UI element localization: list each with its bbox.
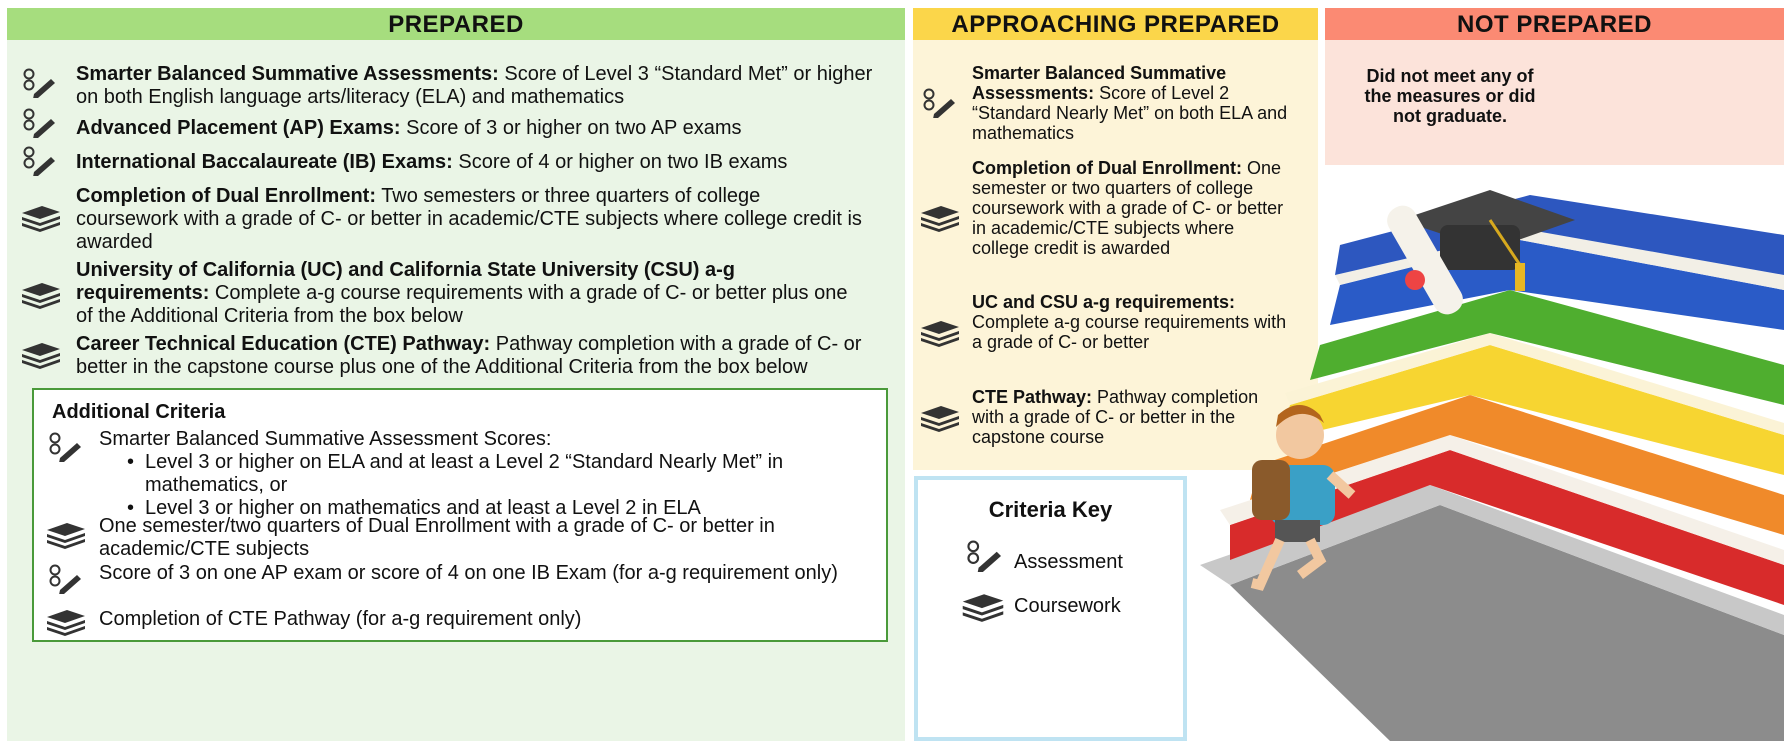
assessment-icon (48, 564, 84, 599)
additional-dual: One semester/two quarters of Dual Enroll… (99, 515, 775, 560)
assessment-icon (22, 108, 58, 143)
coursework-icon (919, 318, 961, 353)
prepared-header: PREPARED (7, 8, 905, 40)
approaching-column (913, 8, 1318, 470)
criteria-key-title: Criteria Key (988, 497, 1113, 522)
assessment-icon (22, 68, 58, 103)
approaching-item-ag: UC and CSU a-g requirements: Complete a-… (972, 292, 1287, 352)
approaching-header: APPROACHING PREPARED (913, 8, 1318, 40)
prepared-item-ap: Advanced Placement (AP) Exams: Score of … (76, 117, 742, 139)
assessment-icon (48, 432, 84, 467)
criteria-key-box (914, 476, 1187, 741)
prepared-item-cte: Career Technical Education (CTE) Pathway… (76, 333, 862, 378)
additional-cte: Completion of CTE Pathway (for a-g requi… (99, 608, 582, 630)
additional-sbac-bullet: Level 3 or higher on ELA and at least a … (123, 451, 839, 497)
prepared-item-dual: Completion of Dual Enrollment: Two semes… (76, 185, 862, 253)
additional-apib: Score of 3 on one AP exam or score of 4 … (99, 562, 838, 584)
prepared-item-ib: International Baccalaureate (IB) Exams: … (76, 151, 788, 173)
assessment-icon (922, 88, 958, 123)
coursework-icon (919, 403, 961, 438)
coursework-icon (960, 591, 1006, 628)
additional-sbac: Smarter Balanced Summative Assessment Sc… (99, 428, 839, 520)
assessment-icon (965, 540, 1005, 577)
prepared-item-sbac: Smarter Balanced Summative Assessments: … (76, 63, 873, 108)
assessment-icon (22, 146, 58, 181)
additional-sbac-intro: Smarter Balanced Summative Assessment Sc… (99, 428, 552, 450)
key-assessment-label: Assessment (1014, 551, 1123, 573)
coursework-icon (20, 340, 62, 375)
book-stack-illustration (1190, 165, 1784, 741)
coursework-icon (45, 607, 87, 642)
approaching-item-dual: Completion of Dual Enrollment: One semes… (972, 158, 1284, 258)
additional-sbac-bullet: Level 3 or higher on mathematics and at … (123, 497, 839, 520)
not-prepared-text: Did not meet any of the measures or did … (1364, 66, 1536, 126)
not-prepared-header: NOT PREPARED (1325, 8, 1784, 40)
coursework-icon (45, 520, 87, 555)
key-coursework-label: Coursework (1014, 595, 1121, 617)
additional-criteria-title: Additional Criteria (52, 401, 226, 423)
approaching-item-cte: CTE Pathway: Pathway completion with a g… (972, 387, 1259, 447)
cut-title-fragment (520, 0, 1320, 6)
coursework-icon (20, 280, 62, 315)
approaching-item-sbac: Smarter Balanced Summative Assessments: … (972, 63, 1288, 143)
prepared-item-ag: University of California (UC) and Califo… (76, 259, 848, 327)
coursework-icon (20, 203, 62, 238)
coursework-icon (919, 203, 961, 238)
